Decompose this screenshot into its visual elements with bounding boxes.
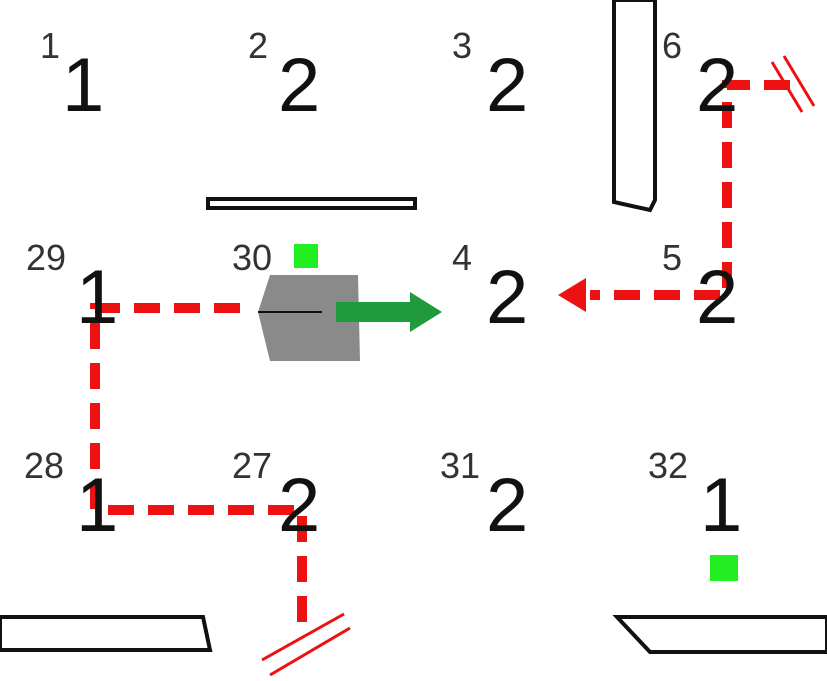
cell-value: 1 — [76, 463, 119, 548]
cell-value: 2 — [278, 43, 321, 128]
cell-value: 2 — [696, 43, 739, 128]
cell-value: 1 — [62, 43, 105, 128]
wall-top-middle — [206, 197, 417, 210]
cell-value: 1 — [76, 255, 119, 340]
cell-id: 1 — [40, 25, 61, 66]
walls — [0, 0, 827, 654]
cell-id: 29 — [26, 237, 67, 278]
green-square-icon — [710, 555, 738, 581]
wall-top-vertical — [612, 0, 657, 213]
wall-bottom-left — [0, 615, 213, 652]
cell-id: 30 — [232, 237, 273, 278]
green-square-icon — [294, 244, 318, 268]
cell-id: 2 — [248, 25, 269, 66]
cell-id: 32 — [648, 445, 689, 486]
robot-icon — [258, 275, 360, 361]
cell-id: 6 — [662, 25, 683, 66]
cell-id: 28 — [24, 445, 65, 486]
cell-value: 2 — [486, 255, 529, 340]
wall-bottom-right — [612, 615, 827, 654]
path-right-top — [590, 80, 790, 300]
cell-value: 2 — [278, 463, 321, 548]
break-marker-bottom — [261, 612, 351, 677]
cell-value: 2 — [696, 255, 739, 340]
break-marker-top — [770, 55, 816, 113]
path-route — [90, 80, 790, 628]
cell-id: 3 — [452, 25, 473, 66]
cell-value: 2 — [486, 463, 529, 548]
cell-id: 31 — [440, 445, 481, 486]
cell-value: 1 — [700, 463, 743, 548]
cell-id: 27 — [232, 445, 273, 486]
cell-id: 5 — [662, 237, 683, 278]
path-left — [90, 303, 307, 628]
arrow-right-icon — [336, 292, 442, 332]
path-arrowhead — [558, 278, 586, 312]
cell-value: 2 — [486, 43, 529, 128]
cell-id: 4 — [452, 237, 473, 278]
